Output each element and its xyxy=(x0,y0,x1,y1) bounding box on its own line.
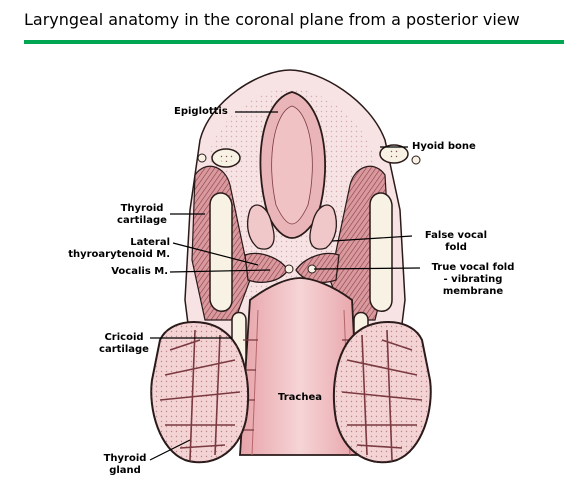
label-epiglottis: Epiglottis xyxy=(174,106,228,117)
label-thyroid-cartilage: Thyroid cartilage xyxy=(117,203,167,226)
hyoid-bone-shapes xyxy=(197,144,421,168)
label-vocalis: Vocalis M. xyxy=(111,266,168,277)
trachea-shape xyxy=(239,277,361,456)
label-true-vocal-fold: True vocal fold - vibrating membrane xyxy=(431,262,515,297)
label-trachea: Trachea xyxy=(278,392,322,403)
label-hyoid-bone: Hyoid bone xyxy=(412,141,476,152)
figure-title: Laryngeal anatomy in the coronal plane f… xyxy=(24,10,520,29)
epiglottis-shape xyxy=(259,91,327,239)
title-rule xyxy=(24,40,564,44)
label-thyroid-gland: Thyroid gland xyxy=(103,453,147,476)
label-false-vocal-fold: False vocal fold xyxy=(424,230,488,253)
thyroid-cartilage-shapes xyxy=(209,192,393,312)
label-lateral-thyroarytenoid: Lateral thyroarytenoid M. xyxy=(68,237,170,260)
leader-lines xyxy=(149,111,421,461)
label-cricoid-cartilage: Cricoid cartilage xyxy=(99,332,149,355)
true-vocal-fold-shapes xyxy=(244,252,340,283)
thyroid-gland-shapes xyxy=(150,320,432,464)
false-vocal-fold-shapes xyxy=(247,204,337,250)
